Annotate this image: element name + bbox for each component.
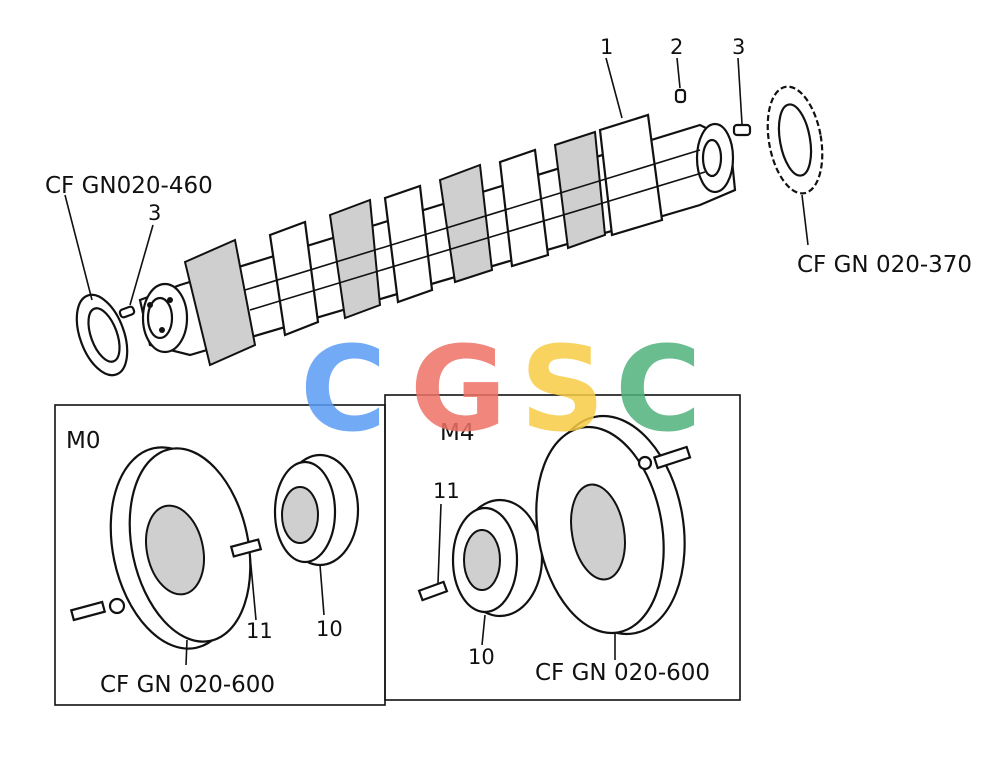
callout-pin-front: 3	[148, 201, 161, 225]
callout-pin-rear: 3	[732, 35, 745, 59]
callout-crankshaft: 1	[600, 35, 613, 59]
rear-pin	[732, 123, 752, 137]
callout-hub-m4: 10	[468, 645, 495, 669]
callout-bolt-m0: 11	[246, 619, 273, 643]
callout-plug: 2	[670, 35, 683, 59]
watermark-letter: G	[410, 320, 507, 458]
ref-pulley-m4: CF GN 020-600	[535, 660, 710, 686]
ref-pulley-m0: CF GN 020-600	[100, 672, 275, 698]
hub-m0	[273, 453, 360, 567]
watermark-letter: S	[520, 320, 605, 458]
callout-hub-m0: 10	[316, 617, 343, 641]
bolt-m0	[69, 538, 263, 622]
pulley-m0	[109, 446, 252, 650]
ref-front-seal: CF GN020-460	[45, 173, 213, 199]
callout-bolt-m4: 11	[433, 479, 460, 503]
timing-gear	[766, 85, 824, 195]
ref-gear: CF GN 020-370	[797, 252, 972, 278]
front-pin	[118, 305, 136, 319]
front-seal-ring	[75, 293, 129, 377]
watermark-letter: C	[615, 320, 702, 458]
plug	[674, 88, 687, 104]
bolt-m4	[417, 445, 692, 602]
variant-m0: M0	[66, 428, 100, 454]
pulley-m4	[535, 414, 686, 636]
crankshaft	[138, 113, 737, 367]
watermark-letter: C	[300, 320, 387, 458]
variant-m4: M4	[440, 420, 474, 446]
hub-m4	[451, 498, 544, 618]
box-m4	[384, 394, 741, 701]
